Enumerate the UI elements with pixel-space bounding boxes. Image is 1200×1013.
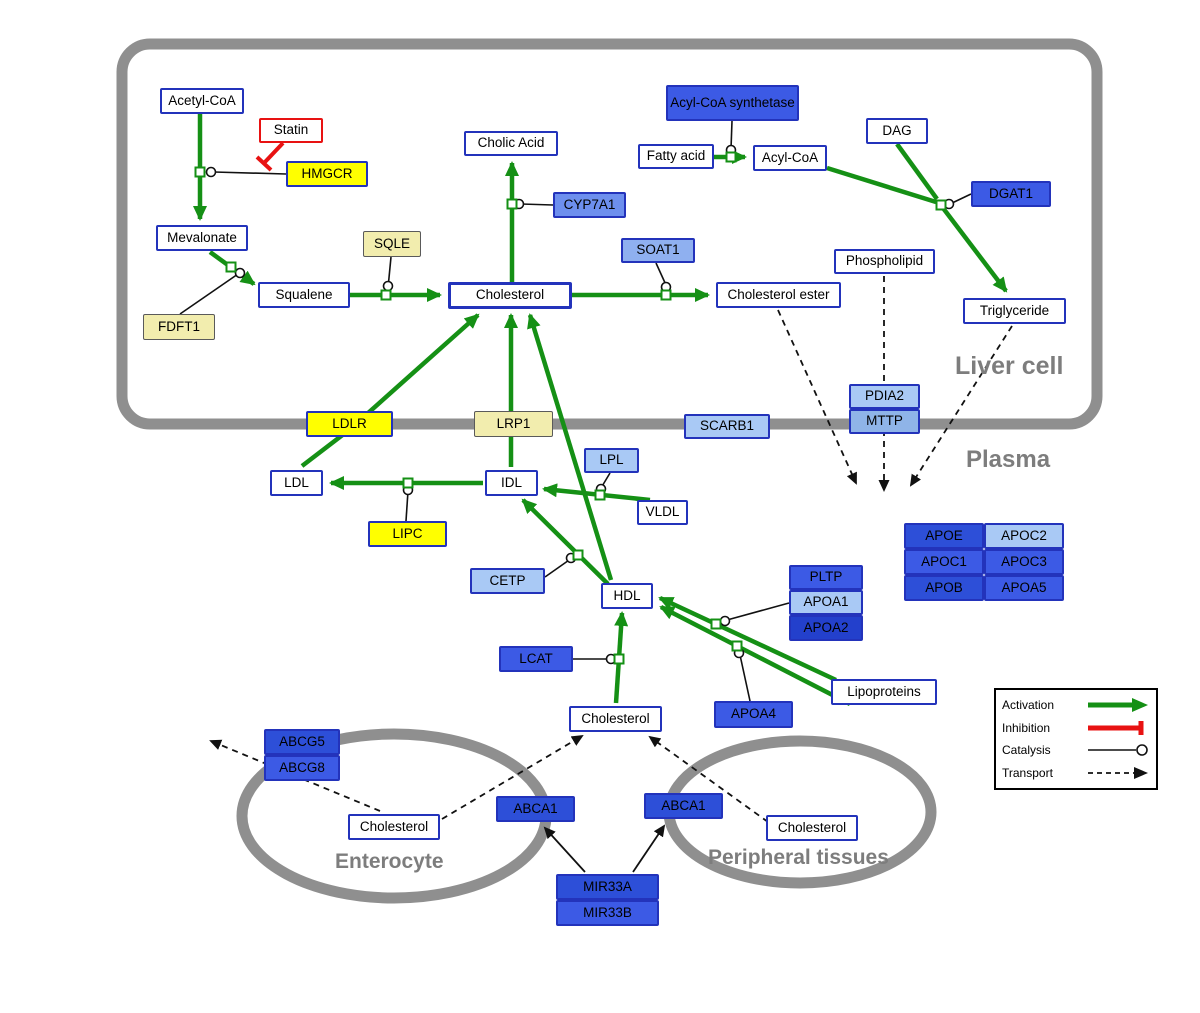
node-apoa5[interactable]: APOA5 bbox=[984, 575, 1064, 601]
node-cholic-acid[interactable]: Cholic Acid bbox=[464, 131, 558, 156]
node-soat1[interactable]: SOAT1 bbox=[621, 238, 695, 263]
activation-arrow-icon bbox=[1088, 698, 1148, 713]
plasma-label: Plasma bbox=[966, 446, 1051, 473]
catalysis-cyp7a1 bbox=[520, 203, 554, 206]
legend-catalysis: Catalysis bbox=[1002, 740, 1150, 760]
edge-lipoproteins-hdl-lower bbox=[659, 604, 852, 707]
legend-transport-label: Transport bbox=[1002, 765, 1053, 780]
mir33-edges bbox=[543, 824, 666, 873]
catalysis-circle-icon bbox=[1088, 744, 1148, 757]
node-scarb1[interactable]: SCARB1 bbox=[684, 414, 770, 439]
node-apoe[interactable]: APOE bbox=[904, 523, 984, 549]
node-cetp[interactable]: CETP bbox=[470, 568, 545, 594]
node-pltp[interactable]: PLTP bbox=[789, 565, 863, 590]
legend-activation-label: Activation bbox=[1002, 698, 1055, 713]
reaction-nodes bbox=[194, 151, 947, 665]
node-lipoproteins[interactable]: Lipoproteins bbox=[831, 679, 937, 705]
edge-lipoproteins-hdl-upper bbox=[658, 595, 837, 683]
node-idl[interactable]: IDL bbox=[485, 470, 538, 496]
node-apob[interactable]: APOB bbox=[904, 575, 984, 601]
node-vldl[interactable]: VLDL bbox=[637, 500, 688, 525]
node-hmgcr[interactable]: HMGCR bbox=[286, 161, 368, 187]
legend-inhibition-label: Inhibition bbox=[1002, 720, 1051, 735]
edge-junction-triglyceride bbox=[941, 206, 1008, 293]
legend-catalysis-label: Catalysis bbox=[1002, 743, 1051, 758]
edge-hdl-idl-cetp bbox=[521, 498, 610, 586]
node-fatty-acid[interactable]: Fatty acid bbox=[638, 144, 714, 169]
transport-arrow-icon bbox=[1088, 766, 1148, 779]
node-triglyceride[interactable]: Triglyceride bbox=[963, 298, 1066, 324]
node-lcat[interactable]: LCAT bbox=[499, 646, 573, 672]
node-mevalonate[interactable]: Mevalonate bbox=[156, 225, 248, 251]
node-acyl-coa[interactable]: Acyl-CoA bbox=[753, 145, 827, 171]
transport-triglyceride-plasma bbox=[909, 325, 1013, 487]
node-cholesterol-ester[interactable]: Cholesterol ester bbox=[716, 282, 841, 308]
edge-mir33-abca1-left bbox=[543, 826, 586, 873]
node-acyl-coa-synthetase[interactable]: Acyl-CoA synthetase bbox=[666, 85, 799, 121]
inhibition-tbar-icon bbox=[1088, 720, 1144, 735]
legend: Activation Inhibition Catalysis Transpor… bbox=[994, 688, 1158, 790]
node-ldlr[interactable]: LDLR bbox=[306, 411, 393, 437]
node-cholesterol-plasma[interactable]: Cholesterol bbox=[569, 706, 662, 732]
catalysis-acylcoa-synthetase bbox=[730, 120, 733, 150]
node-apoa2[interactable]: APOA2 bbox=[789, 615, 863, 641]
node-cyp7a1[interactable]: CYP7A1 bbox=[553, 192, 626, 218]
catalysis-apoa4 bbox=[739, 654, 751, 702]
transport-peripheral-cholesterol bbox=[648, 735, 769, 823]
liver-cell-label: Liver cell bbox=[955, 352, 1064, 380]
legend-activation: Activation bbox=[1002, 695, 1150, 715]
catalysis-fdft1 bbox=[179, 273, 239, 315]
node-dgat1[interactable]: DGAT1 bbox=[971, 181, 1051, 207]
node-statin[interactable]: Statin bbox=[259, 118, 323, 143]
node-abcg8[interactable]: ABCG8 bbox=[264, 755, 340, 781]
inhibition-edge-statin-hmgcr bbox=[255, 141, 285, 172]
enterocyte-label: Enterocyte bbox=[335, 850, 444, 873]
transport-cholesterolester-plasma bbox=[777, 309, 857, 485]
edge-acylcoa-junction bbox=[826, 165, 937, 205]
catalysis-apoa1 bbox=[726, 602, 790, 621]
node-apoa1[interactable]: APOA1 bbox=[789, 590, 863, 615]
node-sqle[interactable]: SQLE bbox=[363, 231, 421, 257]
node-squalene[interactable]: Squalene bbox=[258, 282, 350, 308]
catalysis-soat1 bbox=[655, 262, 667, 286]
node-abcg5[interactable]: ABCG5 bbox=[264, 729, 340, 755]
node-acetyl-coa[interactable]: Acetyl-CoA bbox=[160, 88, 244, 114]
edge-dag-junction bbox=[895, 142, 939, 201]
node-pdia2[interactable]: PDIA2 bbox=[849, 384, 920, 409]
legend-inhibition: Inhibition bbox=[1002, 718, 1150, 738]
catalysis-hmgcr bbox=[213, 171, 287, 175]
node-mttp[interactable]: MTTP bbox=[849, 409, 920, 434]
liver-cell-membrane bbox=[116, 38, 1103, 430]
node-fdft1[interactable]: FDFT1 bbox=[143, 314, 215, 340]
edge-hdl-cholesterol bbox=[527, 313, 614, 581]
transport-enterocyte-cholesterol bbox=[441, 734, 584, 820]
node-mir33b[interactable]: MIR33B bbox=[556, 900, 659, 926]
node-lpl[interactable]: LPL bbox=[584, 448, 639, 473]
catalysis-lipc bbox=[405, 490, 409, 522]
node-hdl[interactable]: HDL bbox=[601, 583, 653, 609]
legend-transport: Transport bbox=[1002, 763, 1150, 783]
node-cholesterol-enterocyte[interactable]: Cholesterol bbox=[348, 814, 440, 840]
edge-ldl-ldlr-cholesterol bbox=[300, 313, 480, 468]
node-dag[interactable]: DAG bbox=[866, 118, 928, 144]
peripheral-tissues-label: Peripheral tissues bbox=[708, 846, 889, 869]
node-apoa4[interactable]: APOA4 bbox=[714, 701, 793, 728]
edge-mir33-abca1-right bbox=[632, 824, 666, 873]
node-cholesterol-peripheral[interactable]: Cholesterol bbox=[766, 815, 858, 841]
node-apoc3[interactable]: APOC3 bbox=[984, 549, 1064, 575]
node-phospholipid[interactable]: Phospholipid bbox=[834, 249, 935, 274]
node-cholesterol-liver[interactable]: Cholesterol bbox=[448, 282, 572, 309]
node-apoc1[interactable]: APOC1 bbox=[904, 549, 984, 575]
node-ldl[interactable]: LDL bbox=[270, 470, 323, 496]
node-abca1-left[interactable]: ABCA1 bbox=[496, 796, 575, 822]
node-abca1-right[interactable]: ABCA1 bbox=[644, 793, 723, 819]
node-lrp1[interactable]: LRP1 bbox=[474, 411, 553, 437]
node-mir33a[interactable]: MIR33A bbox=[556, 874, 659, 900]
node-lipc[interactable]: LIPC bbox=[368, 521, 447, 547]
node-apoc2[interactable]: APOC2 bbox=[984, 523, 1064, 549]
